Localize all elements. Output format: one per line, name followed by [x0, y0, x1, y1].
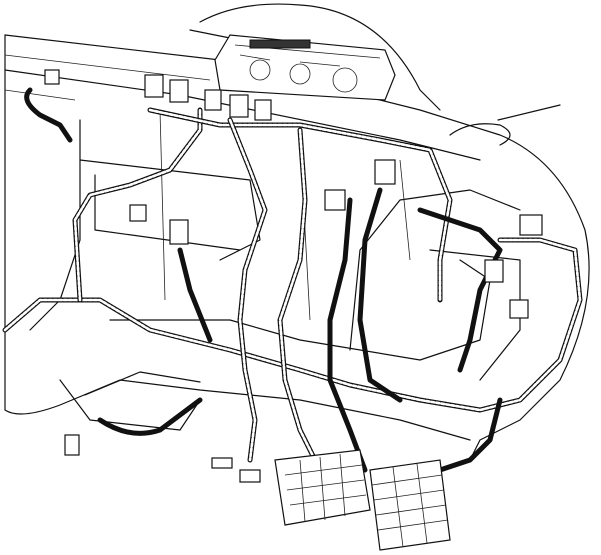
- connector: [239, 469, 261, 483]
- connector: [374, 159, 396, 185]
- connector: [519, 214, 543, 236]
- mount-bracket: [129, 204, 147, 222]
- connector: [211, 457, 233, 469]
- connector: [144, 74, 164, 98]
- fuse-block: [369, 459, 451, 551]
- connectors: [44, 69, 543, 483]
- connector: [254, 99, 272, 121]
- wire-harness: [2, 87, 583, 473]
- connector: [169, 219, 189, 245]
- connector: [204, 89, 222, 111]
- connector: [169, 79, 189, 103]
- junction-block: [274, 449, 371, 526]
- connector: [229, 94, 249, 118]
- connector: [484, 259, 504, 283]
- connector: [64, 434, 80, 456]
- connector: [324, 189, 346, 211]
- connector: [44, 69, 60, 85]
- connector: [509, 299, 529, 319]
- instrument-cluster: [214, 34, 396, 101]
